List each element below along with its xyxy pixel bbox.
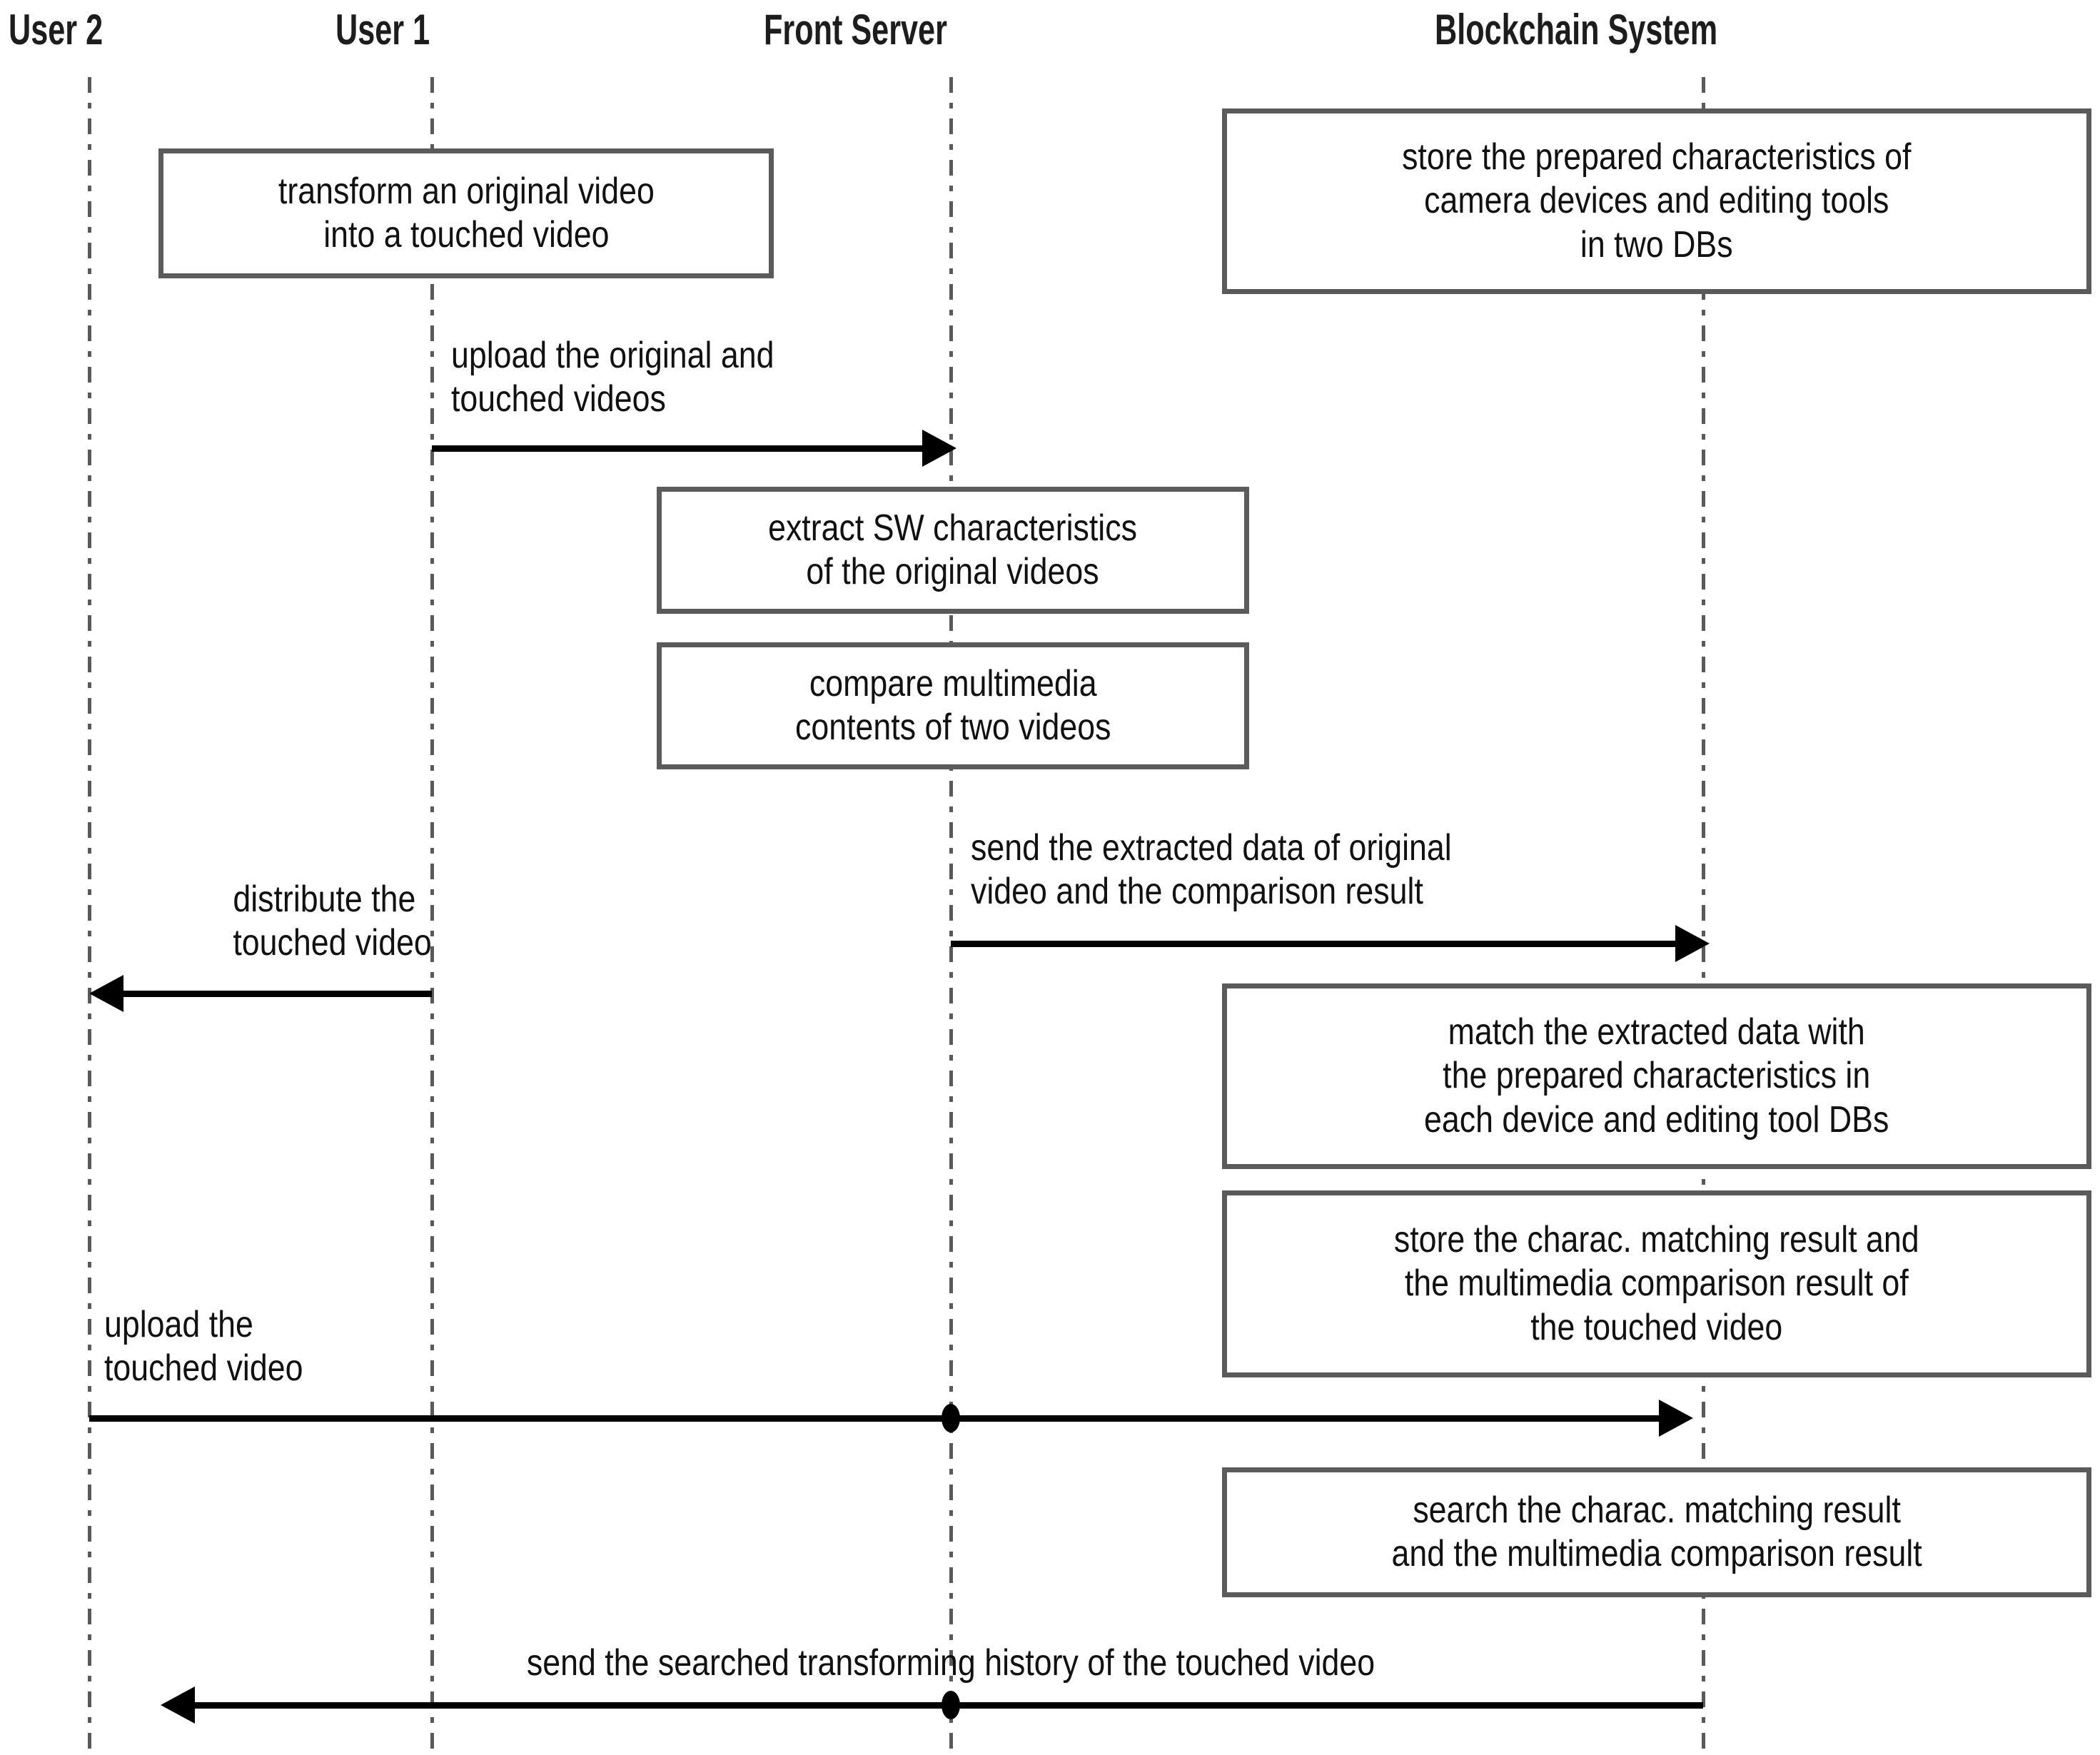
store-matching-result-box: store the charac. matching result and th… <box>1222 1190 2091 1377</box>
lifeline-front <box>949 77 953 1755</box>
message-line-send-extracted-data <box>951 941 1680 947</box>
message-label-upload-touched-video: upload the touched video <box>104 1304 303 1390</box>
transform-video-box: transform an original video into a touch… <box>158 148 774 278</box>
message-label-upload-original-touched-videos: upload the original and touched videos <box>451 335 774 420</box>
store-matching-result-box-text: store the charac. matching result and th… <box>1394 1218 1919 1348</box>
message-label-distribute-touched-video: distribute the touched video <box>233 879 432 964</box>
message-label-send-extracted-data: send the extracted data of original vide… <box>971 827 1452 913</box>
compare-multimedia-contents-box-text: compare multimedia contents of two video… <box>794 662 1111 748</box>
lifeline-user1 <box>430 77 434 1755</box>
actor-label-front: Front Server <box>764 6 947 54</box>
actor-label-user1: User 1 <box>335 6 430 54</box>
store-prepared-characteristics-box-text: store the prepared characteristics of ca… <box>1402 136 1912 265</box>
store-prepared-characteristics-box: store the prepared characteristics of ca… <box>1222 108 2091 294</box>
message-line-upload-touched-video <box>89 1415 1663 1422</box>
arrowhead-send-transforming-history <box>161 1686 195 1724</box>
actor-label-blockchain: Blockchain System <box>1435 6 1718 54</box>
compare-multimedia-contents-box: compare multimedia contents of two video… <box>657 642 1249 769</box>
crossing-dot-upload-touched-video <box>942 1404 960 1432</box>
arrowhead-send-extracted-data <box>1675 925 1710 962</box>
arrowhead-distribute-touched-video <box>89 975 123 1012</box>
transform-video-box-text: transform an original video into a touch… <box>278 170 655 256</box>
extract-sw-characteristics-box: extract SW characteristics of the origin… <box>657 487 1249 614</box>
lifeline-user2 <box>88 77 91 1755</box>
actor-label-user2: User 2 <box>9 6 104 54</box>
message-label-send-transforming-history: send the searched transforming history o… <box>526 1642 1375 1684</box>
message-line-distribute-touched-video <box>119 991 432 997</box>
crossing-dot-send-transforming-history <box>942 1691 960 1719</box>
extract-sw-characteristics-box-text: extract SW characteristics of the origin… <box>768 507 1138 592</box>
arrowhead-upload-original-touched-videos <box>922 430 956 467</box>
match-extracted-data-box: match the extracted data with the prepar… <box>1222 983 2091 1169</box>
search-matching-result-box-text: search the charac. matching result and t… <box>1391 1489 1922 1574</box>
message-line-upload-original-touched-videos <box>432 445 927 452</box>
lifeline-blockchain <box>1702 77 1705 1755</box>
search-matching-result-box: search the charac. matching result and t… <box>1222 1467 2091 1597</box>
match-extracted-data-box-text: match the extracted data with the prepar… <box>1424 1011 1889 1141</box>
arrowhead-upload-touched-video <box>1659 1400 1693 1437</box>
